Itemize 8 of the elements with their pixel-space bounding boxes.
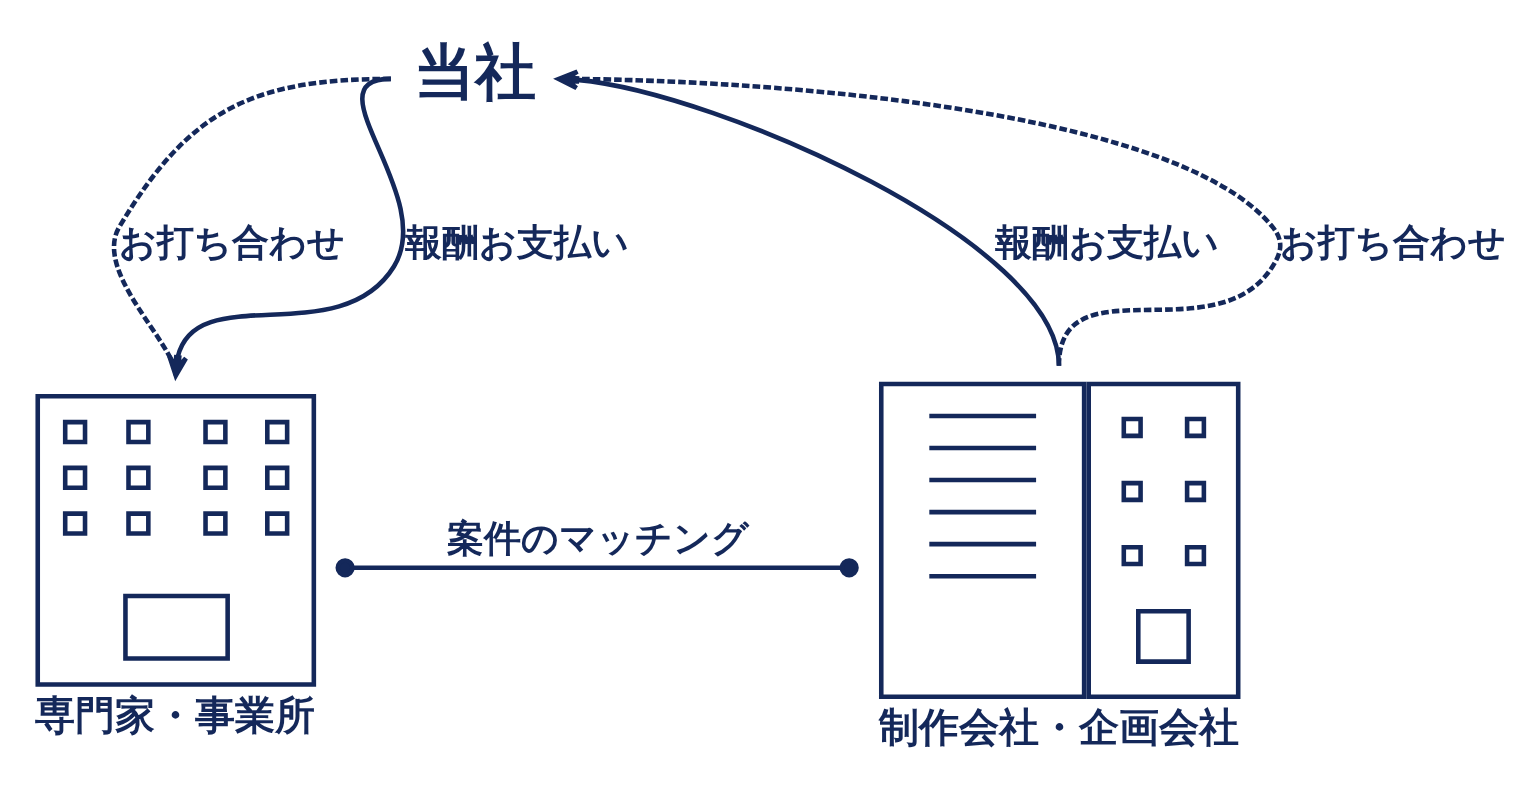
edge-label: 案件のマッチング [446, 517, 749, 561]
node-label: 制作会社・企画会社 [878, 704, 1239, 751]
edge-label: 報酬お支払い [994, 220, 1219, 264]
node-label: 専門家・事業所 [35, 692, 316, 739]
edge-label: お打ち合わせ [119, 220, 346, 264]
edge-label: お打ち合わせ [1280, 220, 1507, 264]
node-text: 当社 [413, 35, 536, 107]
edge-label: 報酬お支払い [404, 220, 629, 264]
